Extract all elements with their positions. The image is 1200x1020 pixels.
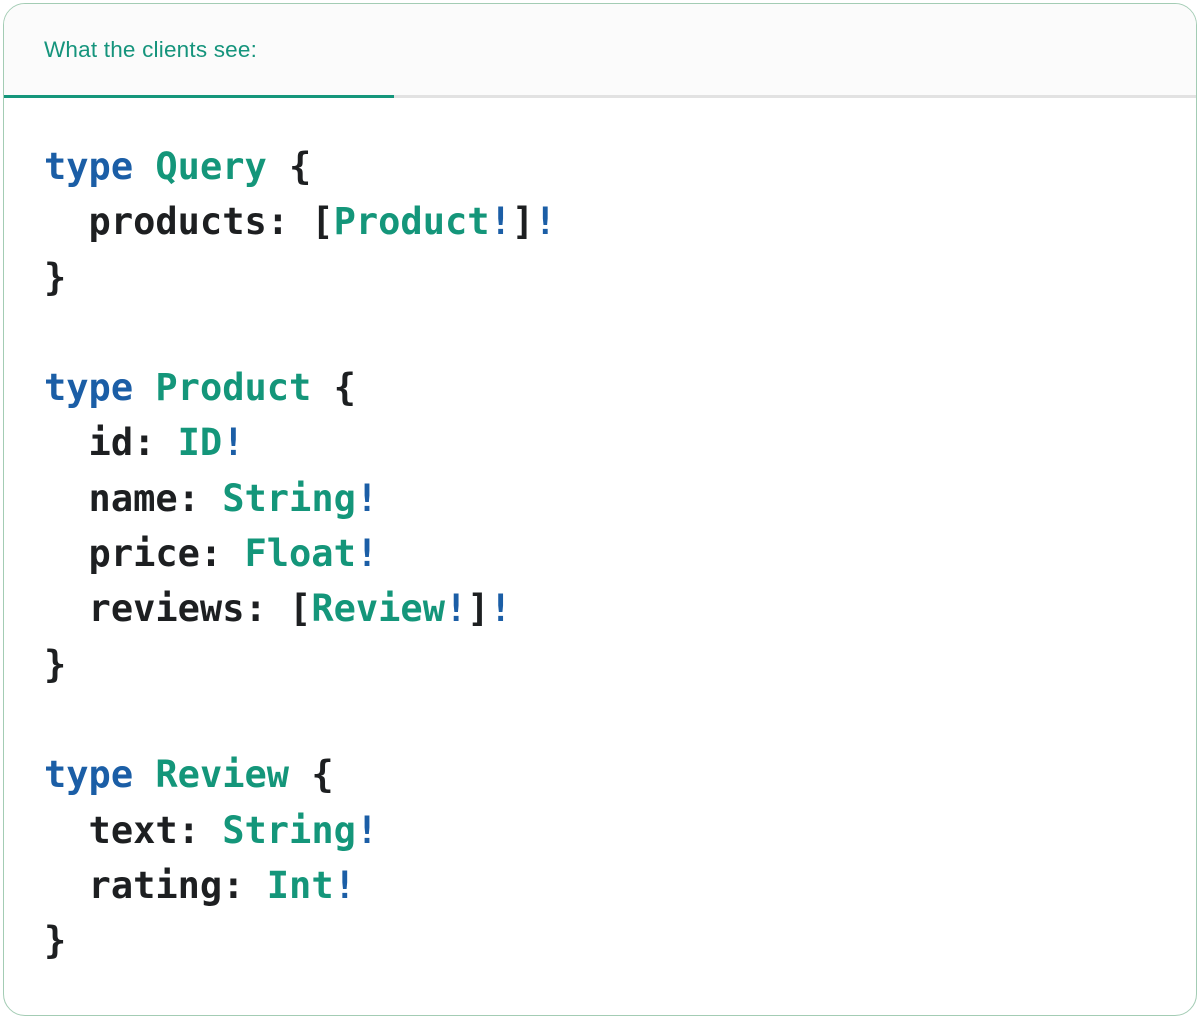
code-token-plain: ] [467,587,490,631]
code-token-keyword: ! [355,808,379,852]
code-token-keyword: type [44,753,134,797]
code-token-plain: { [266,145,312,188]
code-token-type: Query [155,145,267,188]
code-token-keyword: ! [333,863,356,907]
code-token-type: String [222,808,356,852]
code-token-plain: { [311,366,356,410]
code-token-plain: name: [44,476,223,520]
code-line: name: String! [44,471,1156,526]
code-token-plain: { [289,753,334,797]
code-token-keyword: ! [355,476,379,520]
code-token-plain: text: [44,808,223,852]
code-token-type: Float [244,532,356,576]
code-line: } [44,913,1156,968]
code-block: type Query { products: [Product!]!} type… [4,98,1196,1008]
code-token-plain: rating: [44,863,267,907]
active-tab-underline [4,95,394,98]
code-token-keyword: ! [534,200,557,244]
code-token-keyword: ! [489,200,512,244]
code-token-type: Product [333,200,490,244]
code-token-plain: } [44,919,67,963]
code-token-plain [133,366,155,409]
code-token-plain: id: [44,421,178,465]
code-line: } [44,637,1156,692]
code-line [44,305,1156,360]
code-line: products: [Product!]! [44,194,1156,249]
code-token-plain: price: [44,532,245,576]
code-token-type: Review [155,753,290,797]
code-line: text: String! [44,803,1156,858]
code-token-type: String [222,476,356,520]
code-token-keyword: ! [489,587,512,631]
code-token-plain: products: [ [44,200,334,244]
code-line: } [44,250,1156,305]
code-token-keyword: ! [355,532,379,576]
code-token-type: ID [177,421,223,465]
code-token-plain: reviews: [ [44,587,312,631]
code-token-plain [133,753,155,796]
code-line: type Product { [44,360,1156,415]
code-token-type: Int [266,863,334,907]
code-token-keyword: ! [444,587,468,631]
code-line: price: Float! [44,526,1156,581]
code-token-type: Product [155,366,312,410]
code-line: type Review { [44,747,1156,802]
code-token-plain: } [44,642,67,686]
code-line [44,692,1156,747]
code-token-keyword: type [44,145,134,188]
code-token-keyword: type [44,366,134,410]
code-line: type Query { [44,139,1156,194]
tab-bar: What the clients see: [4,4,1196,98]
code-line: reviews: [Review!]! [44,581,1156,636]
code-token-plain [133,145,155,188]
code-line: id: ID! [44,415,1156,470]
tab-label: What the clients see: [44,36,258,62]
code-card: What the clients see: type Query { produ… [3,3,1197,1016]
tab-what-clients-see[interactable]: What the clients see: [4,4,394,95]
code-token-type: Review [311,587,445,631]
code-token-keyword: ! [222,421,245,465]
code-line: rating: Int! [44,858,1156,913]
code-token-plain: } [44,255,67,299]
code-token-plain: ] [511,200,535,244]
